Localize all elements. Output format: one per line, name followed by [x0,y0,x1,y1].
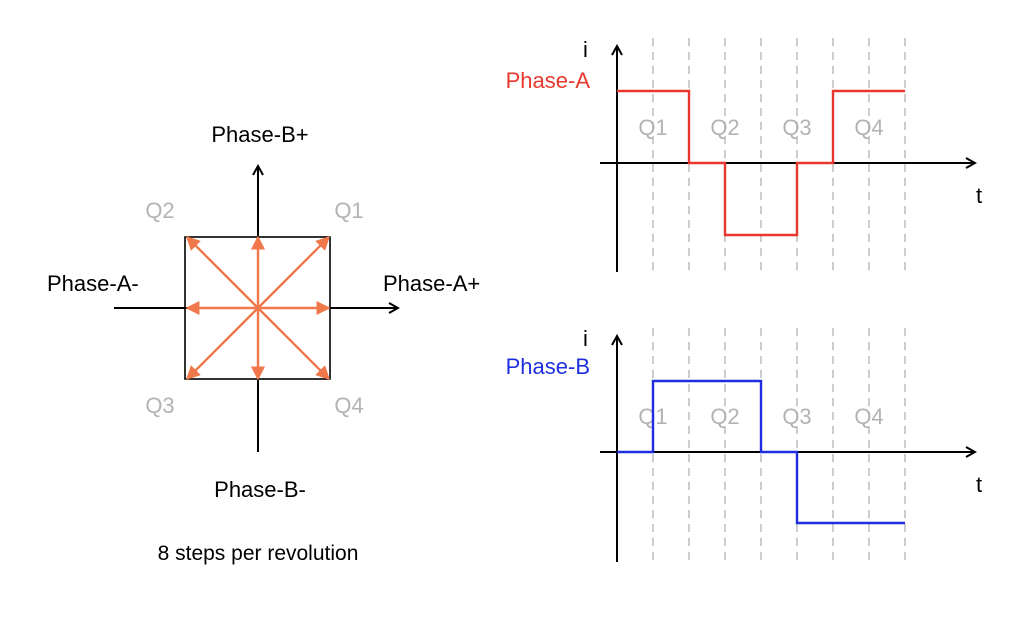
phase-b-series-label: Phase-B [506,354,590,379]
label-phase-b-minus: Phase-B- [214,477,306,502]
step-vector-225deg [186,307,259,380]
phase-vector-diagram: Phase-B+ Phase-B- Phase-A- Phase-A+ Q1 Q… [47,122,480,565]
quadrant-label-q2: Q2 [710,404,739,429]
phase-b-current-line [617,379,905,525]
step-vector-135deg [186,236,259,309]
phase-a-series-label: Phase-A [506,68,591,93]
phase-a-quadrant-labels: Q1 Q2 Q3 Q4 [638,115,883,140]
phase-a-ylabel: i [583,37,588,62]
quadrant-q4: Q4 [334,393,363,418]
step-vector-315deg [257,307,330,380]
phase-a-current-line [617,89,905,237]
label-phase-a-minus: Phase-A- [47,271,139,296]
label-phase-a-plus: Phase-A+ [383,271,480,296]
step-vectors [185,235,331,381]
phase-a-xlabel: t [976,183,982,208]
quadrant-q2: Q2 [145,198,174,223]
phase-b-xlabel: t [976,472,982,497]
quadrant-q1: Q1 [334,198,363,223]
quadrant-label-q3: Q3 [782,115,811,140]
phase-b-ylabel: i [583,326,588,351]
quadrant-label-q1: Q1 [638,115,667,140]
phase-a-grid [652,38,906,272]
phase-b-grid [652,328,906,562]
phase-a-waveform: Q1 Q2 Q3 Q4 i t Phase-A [506,37,982,272]
quadrant-label-q2: Q2 [710,115,739,140]
quadrant-label-q4: Q4 [854,404,883,429]
quadrant-q3: Q3 [145,393,174,418]
quadrant-label-q3: Q3 [782,404,811,429]
label-phase-b-plus: Phase-B+ [211,122,308,147]
caption: 8 steps per revolution [158,542,359,565]
quadrant-label-q4: Q4 [854,115,883,140]
step-vector-45deg [257,236,330,309]
